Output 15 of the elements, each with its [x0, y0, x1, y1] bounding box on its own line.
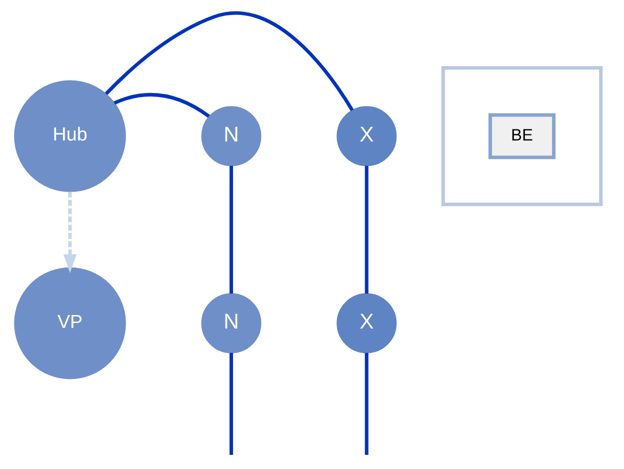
node-circle: N: [200, 293, 261, 354]
node-circle: X: [336, 293, 396, 354]
connector: [113, 92, 210, 118]
connector: [229, 166, 233, 294]
node-circle: VP: [14, 267, 126, 380]
node-circle: Hub: [14, 80, 126, 192]
connector: [364, 166, 368, 294]
node-circle: N: [200, 106, 261, 166]
cluster: [440, 66, 602, 206]
arrow: [62, 192, 76, 274]
connector: [229, 352, 233, 455]
node-circle: X: [336, 106, 396, 166]
connector: [364, 352, 368, 455]
connector: [104, 12, 354, 112]
node-box: BE: [488, 113, 556, 160]
